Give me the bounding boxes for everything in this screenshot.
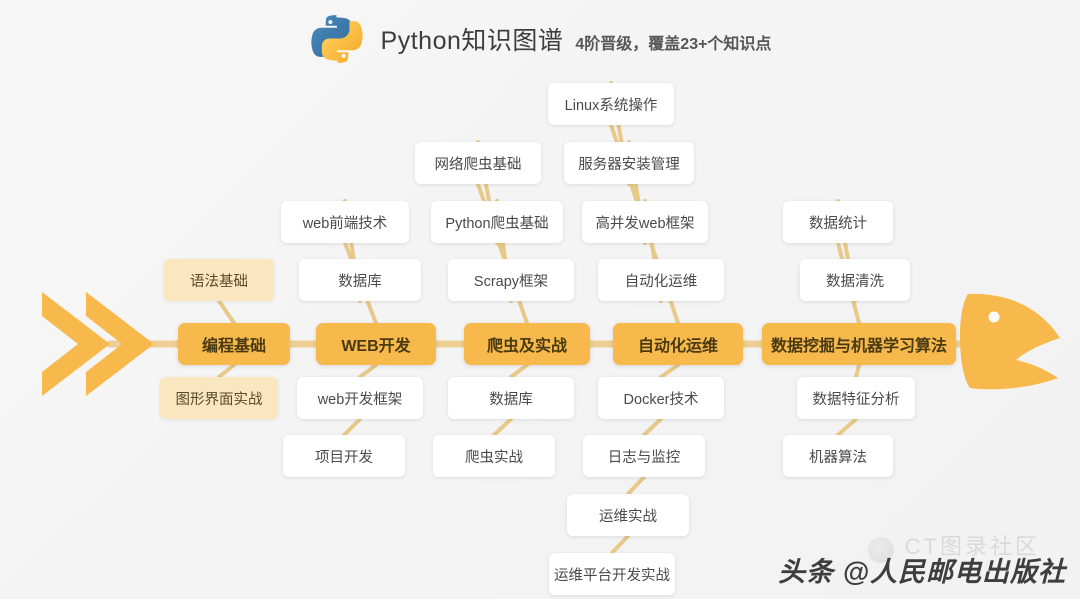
title-group: Python知识图谱 4阶晋级，覆盖23+个知识点: [381, 21, 772, 57]
fish-tail-shape: [42, 292, 154, 396]
branch-node-爬虫实战[interactable]: 爬虫实战: [433, 435, 555, 477]
branch-node-网络爬虫基础[interactable]: 网络爬虫基础: [415, 142, 541, 184]
node-label: WEB开发: [341, 338, 411, 355]
node-label: 数据统计: [809, 215, 867, 232]
branch-node-机器算法[interactable]: 机器算法: [783, 435, 893, 477]
branch-node-数据特征分析[interactable]: 数据特征分析: [797, 377, 915, 419]
node-label: 数据挖掘与机器学习算法: [770, 338, 947, 355]
page-title: Python知识图谱: [380, 27, 564, 55]
node-label: 爬虫及实战: [486, 338, 567, 355]
watermark-ghost-icon: [868, 537, 894, 563]
node-label: web前端技术: [302, 215, 388, 232]
node-label: 数据清洗: [826, 273, 884, 290]
fish-eye-icon: [988, 311, 1000, 323]
node-label: 数据库: [489, 391, 533, 408]
node-label: 日志与监控: [607, 449, 681, 466]
node-label: 自动化运维: [624, 273, 698, 290]
node-label: 数据库: [338, 273, 382, 290]
node-label: 项目开发: [315, 449, 373, 466]
node-label: 数据特征分析: [812, 391, 900, 408]
spine-node-自动化运维[interactable]: 自动化运维: [613, 323, 743, 365]
branch-node-运维平台开发实战[interactable]: 运维平台开发实战: [549, 553, 675, 595]
node-label: 运维平台开发实战: [554, 567, 670, 584]
page-header: Python知识图谱 4阶晋级，覆盖23+个知识点: [0, 0, 1080, 78]
node-label: 爬虫实战: [465, 449, 523, 466]
branch-node-python爬虫基础[interactable]: Python爬虫基础: [431, 201, 563, 243]
node-label: 服务器安装管理: [578, 156, 680, 173]
node-label: 自动化运维: [637, 338, 718, 355]
watermark-ghost-text: CT图录社区: [904, 534, 1040, 559]
node-label: Scrapy框架: [473, 273, 549, 290]
page-subtitle: 4阶晋级，覆盖23+个知识点: [575, 36, 772, 53]
node-label: web开发框架: [317, 391, 403, 408]
python-logo-icon: [310, 15, 363, 63]
watermark-text: 头条 @人民邮电出版社: [778, 557, 1066, 587]
branch-node-数据库[interactable]: 数据库: [448, 377, 574, 419]
branch-node-日志与监控[interactable]: 日志与监控: [583, 435, 705, 477]
branch-node-项目开发[interactable]: 项目开发: [283, 435, 405, 477]
spine-node-编程基础[interactable]: 编程基础: [178, 323, 290, 365]
branch-node-数据统计[interactable]: 数据统计: [783, 201, 893, 243]
branch-node-web前端技术[interactable]: web前端技术: [281, 201, 409, 243]
node-label: 运维实战: [599, 508, 657, 525]
branch-node-web开发框架[interactable]: web开发框架: [297, 377, 423, 419]
spine-node-数据挖掘与机器学习算法[interactable]: 数据挖掘与机器学习算法: [762, 323, 956, 365]
branch-node-docker技术[interactable]: Docker技术: [598, 377, 724, 419]
branch-node-自动化运维[interactable]: 自动化运维: [598, 259, 724, 301]
node-label: 编程基础: [201, 338, 266, 355]
node-label: Python爬虫基础: [445, 215, 549, 232]
branch-node-数据清洗[interactable]: 数据清洗: [800, 259, 910, 301]
branch-node-运维实战[interactable]: 运维实战: [567, 494, 689, 536]
spine-node-爬虫及实战[interactable]: 爬虫及实战: [464, 323, 590, 365]
branch-node-scrapy框架[interactable]: Scrapy框架: [448, 259, 574, 301]
branch-node-高并发web框架[interactable]: 高并发web框架: [582, 201, 708, 243]
branch-node-linux系统操作[interactable]: Linux系统操作: [548, 83, 674, 125]
fish-head-shape: [959, 293, 1060, 390]
branch-node-服务器安装管理[interactable]: 服务器安装管理: [564, 142, 694, 184]
node-label: Linux系统操作: [564, 97, 658, 114]
node-label: 高并发web框架: [595, 215, 695, 232]
branch-node-语法基础[interactable]: 语法基础: [164, 259, 274, 301]
branch-node-图形界面实战[interactable]: 图形界面实战: [160, 377, 278, 419]
node-label: 图形界面实战: [175, 391, 263, 408]
node-label: 网络爬虫基础: [434, 156, 522, 173]
branch-node-数据库[interactable]: 数据库: [299, 259, 421, 301]
node-label: 语法基础: [190, 273, 248, 290]
spine-node-web开发[interactable]: WEB开发: [316, 323, 436, 365]
node-label: 机器算法: [809, 449, 867, 466]
node-label: Docker技术: [623, 391, 699, 408]
